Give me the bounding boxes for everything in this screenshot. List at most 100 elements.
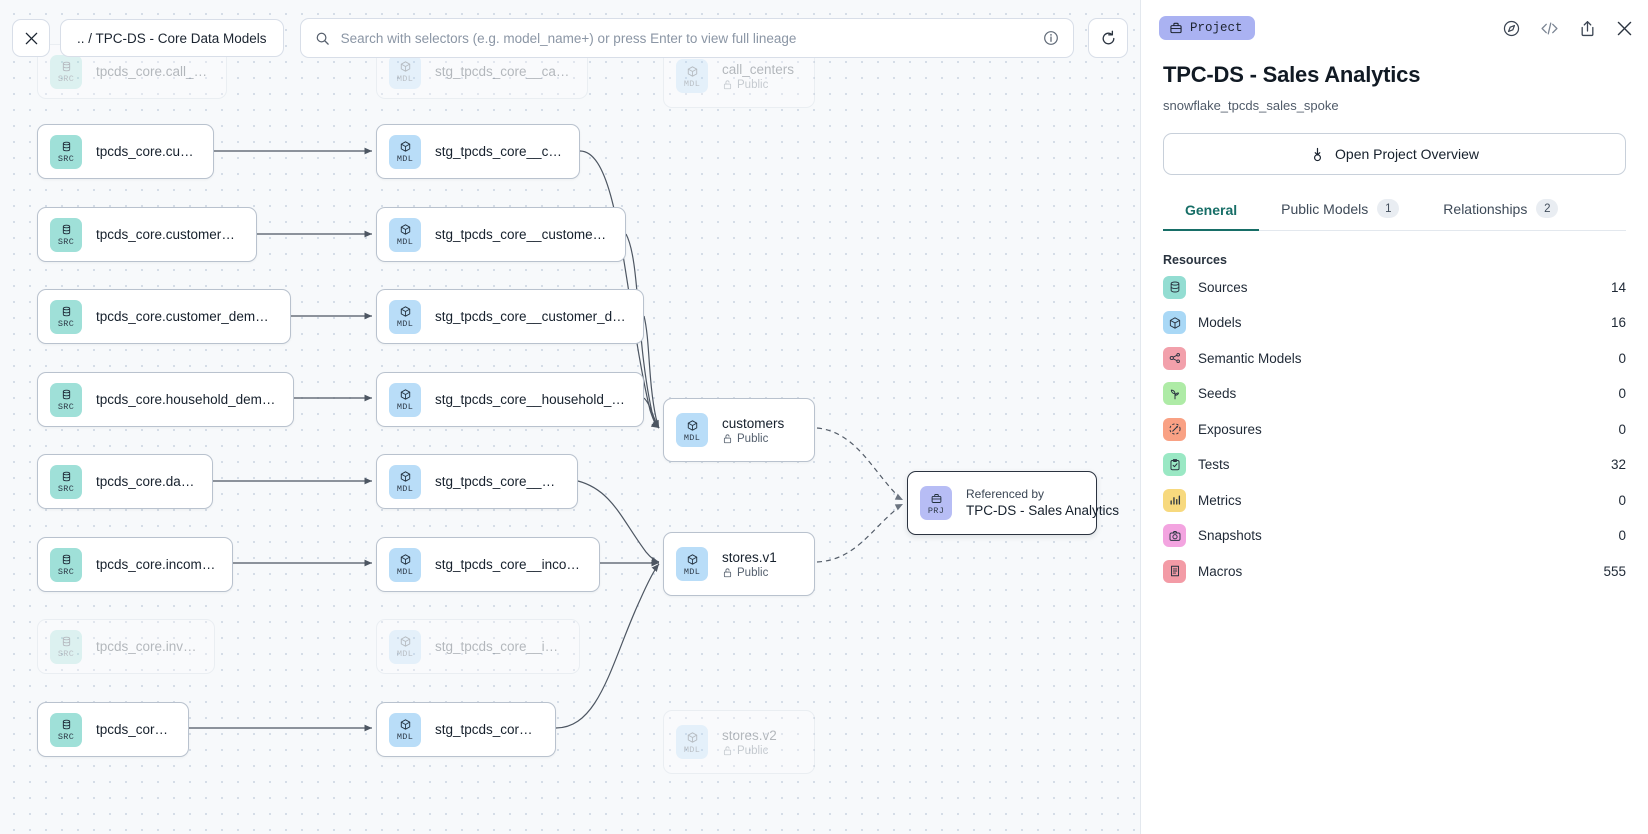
- graph-node-src-customer-addr[interactable]: SRC tpcds_core.customer_address: [37, 207, 257, 262]
- resource-label: Semantic Models: [1198, 350, 1302, 366]
- database-icon: [62, 471, 70, 482]
- resource-count: 16: [1610, 315, 1626, 331]
- node-label: stg_tpcds_core__customer: [435, 144, 563, 159]
- resource-row-semantic-models[interactable]: Semantic Models 0: [1163, 343, 1626, 374]
- resource-row-macros[interactable]: Macros 555: [1163, 556, 1626, 587]
- graph-node-mdl-income-band[interactable]: MDL stg_tpcds_core__income_band: [376, 537, 600, 592]
- node-label: customers: [722, 415, 785, 431]
- close-button[interactable]: [12, 19, 50, 57]
- cube-icon: [400, 224, 410, 235]
- info-icon[interactable]: [1043, 30, 1059, 46]
- node-label: stores.v2: [722, 727, 777, 743]
- open-project-overview-label: Open Project Overview: [1335, 146, 1479, 162]
- graph-node-src-customer[interactable]: SRC tpcds_core.customer: [37, 124, 214, 179]
- search-bar[interactable]: [299, 18, 1074, 58]
- node-prefix: Referenced by: [966, 487, 1045, 501]
- graph-node-src-income-band[interactable]: SRC tpcds_core.income_band: [37, 537, 233, 592]
- database-icon: [62, 719, 70, 730]
- node-type-badge-mdl: MDL: [389, 629, 421, 664]
- resource-count: 0: [1618, 421, 1626, 437]
- close-icon: [1617, 21, 1632, 35]
- node-label: stg_tpcds_core__household_demogr…: [435, 392, 627, 407]
- graph-node-mdl-customer-addr[interactable]: MDL stg_tpcds_core__customer_address: [376, 207, 626, 262]
- resource-row-tests[interactable]: Tests 32: [1163, 450, 1626, 481]
- resource-count: 0: [1618, 528, 1626, 544]
- resource-row-seeds[interactable]: Seeds 0: [1163, 379, 1626, 410]
- resource-label: Macros: [1198, 563, 1243, 579]
- graph-node-prj-referenced[interactable]: PRJ Referenced by TPC-DS - Sales Analyti…: [907, 471, 1119, 535]
- database-icon: [62, 554, 70, 565]
- resource-row-sources[interactable]: Sources 14: [1163, 272, 1626, 303]
- tab-count-badge: 1: [1377, 199, 1400, 218]
- cube-icon: [400, 471, 410, 482]
- node-label: tpcds_core.date_dim: [96, 474, 196, 489]
- node-label: call_centers: [722, 61, 795, 77]
- resource-label: Seeds: [1198, 386, 1237, 402]
- node-label: stg_tpcds_core__call_center: [435, 64, 571, 79]
- code-icon: [1541, 22, 1558, 34]
- panel-header: Project: [1141, 0, 1648, 56]
- resource-label: Snapshots: [1198, 528, 1262, 544]
- node-type-badge-mdl: MDL: [389, 464, 421, 499]
- node-type-badge-mdl: MDL: [389, 547, 421, 582]
- tab-public-models[interactable]: Public Models 1: [1259, 199, 1421, 231]
- resource-count: 0: [1618, 386, 1626, 402]
- graph-node-src-date-dim[interactable]: SRC tpcds_core.date_dim: [37, 454, 213, 509]
- bar-chart-icon: [1163, 488, 1186, 512]
- lineage-canvas[interactable]: SRC tpcds_core.call_center MDL stg_tpcds…: [0, 0, 1140, 834]
- node-visibility: Public: [722, 79, 794, 91]
- view-code-button[interactable]: [1539, 19, 1560, 38]
- graph-node-src-customer-demo[interactable]: SRC tpcds_core.customer_demographics: [37, 289, 291, 344]
- node-label: tpcds_core.income_band: [96, 557, 216, 572]
- database-icon: [62, 224, 70, 235]
- resource-row-metrics[interactable]: Metrics 0: [1163, 485, 1626, 516]
- panel-header-actions: [1502, 19, 1634, 38]
- resource-label: Metrics: [1198, 492, 1242, 508]
- graph-node-src-household[interactable]: SRC tpcds_core.household_demographics: [37, 372, 294, 427]
- graph-node-src-store[interactable]: SRC tpcds_core.store: [37, 702, 189, 757]
- resource-row-models[interactable]: Models 16: [1163, 308, 1626, 339]
- briefcase-icon: [1170, 22, 1182, 34]
- graph-node-mdl-customer-demo[interactable]: MDL stg_tpcds_core__customer_demogra…: [376, 289, 644, 344]
- share-icon: [1581, 20, 1594, 36]
- graph-node-pub-customers[interactable]: MDL customers Public: [663, 398, 815, 462]
- search-input[interactable]: [340, 30, 1032, 46]
- node-label: tpcds_core.inventory: [96, 639, 198, 654]
- explore-button[interactable]: [1502, 19, 1521, 38]
- share-button[interactable]: [1578, 19, 1597, 38]
- cube-icon: [687, 553, 697, 565]
- cube-icon: [400, 141, 410, 152]
- graph-node-mdl-customer[interactable]: MDL stg_tpcds_core__customer: [376, 124, 580, 179]
- tab-general[interactable]: General: [1163, 202, 1260, 231]
- close-panel-button[interactable]: [1615, 19, 1634, 38]
- node-type-badge-src: SRC: [50, 464, 82, 499]
- node-label: tpcds_core.store: [96, 722, 172, 737]
- tab-label: General: [1185, 202, 1238, 218]
- tab-label: Relationships: [1443, 200, 1528, 217]
- node-type-badge-mdl: MDL: [676, 413, 708, 447]
- resources-list: Sources 14 Models 16 Semantic Models 0 S…: [1163, 272, 1626, 587]
- lock-open-icon: [723, 746, 732, 756]
- node-type-badge-src: SRC: [50, 217, 82, 252]
- node-type-badge-prj: PRJ: [920, 486, 952, 520]
- macro-icon: [1163, 559, 1186, 583]
- graph-node-mdl-household[interactable]: MDL stg_tpcds_core__household_demogr…: [376, 372, 644, 427]
- node-type-badge-src: SRC: [50, 629, 82, 664]
- open-project-overview-button[interactable]: Open Project Overview: [1163, 133, 1626, 175]
- refresh-button[interactable]: [1088, 18, 1128, 58]
- graph-node-pub-stores-v1[interactable]: MDL stores.v1 Public: [663, 532, 815, 596]
- graph-node-mdl-date-dim[interactable]: MDL stg_tpcds_core__date_dim: [376, 454, 578, 509]
- node-type-badge-src: SRC: [50, 547, 82, 582]
- breadcrumb[interactable]: .. / TPC-DS - Core Data Models: [60, 19, 284, 57]
- node-type-badge-mdl: MDL: [389, 54, 421, 89]
- cube-icon: [687, 731, 697, 743]
- tab-label: Public Models: [1281, 200, 1369, 217]
- cube-icon: [400, 389, 410, 400]
- project-type-pill[interactable]: Project: [1159, 16, 1255, 40]
- database-icon: [1163, 275, 1186, 299]
- graph-node-mdl-store[interactable]: MDL stg_tpcds_core__store: [376, 702, 556, 757]
- resource-row-snapshots[interactable]: Snapshots 0: [1163, 521, 1626, 552]
- resource-row-exposures[interactable]: Exposures 0: [1163, 414, 1626, 445]
